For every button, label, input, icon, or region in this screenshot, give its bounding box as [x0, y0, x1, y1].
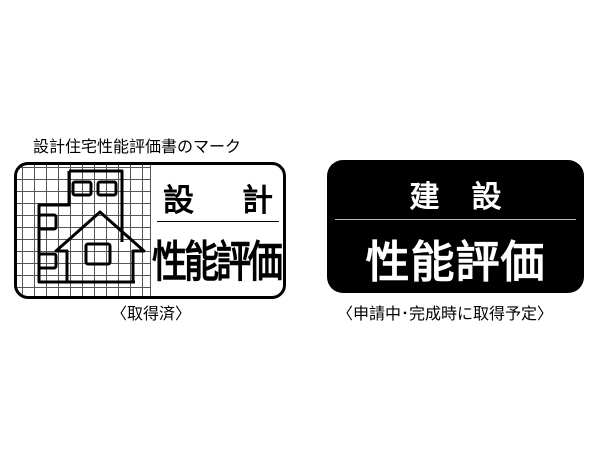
design-label-char-2: 計 [242, 183, 273, 219]
design-label: 設 計 [157, 175, 279, 220]
construction-label-char-1: 建 [409, 180, 440, 215]
construction-label: 建設 [327, 172, 584, 216]
performance-evaluation-label: 性能評価 [365, 237, 546, 288]
construction-performance-evaluation-badge: 建設 性能評価 [327, 160, 584, 293]
house-on-grid-icon [37, 169, 146, 284]
performance-evaluation-label: 性能評価 [152, 238, 283, 289]
divider-line [335, 219, 576, 220]
design-performance-evaluation-badge: 設 計 性能評価 [14, 162, 286, 299]
grid-divider [150, 165, 151, 296]
design-label-char-1: 設 [163, 183, 194, 219]
pending-status-caption: 〈申請中･完成時に取得予定〉 [337, 304, 554, 323]
divider-line [157, 221, 279, 222]
design-performance-mark-caption: 設計住宅性能評価書のマーク [33, 137, 242, 156]
construction-label-char-2: 設 [471, 180, 502, 215]
acquired-status-caption: 〈取得済〉 [111, 304, 192, 323]
